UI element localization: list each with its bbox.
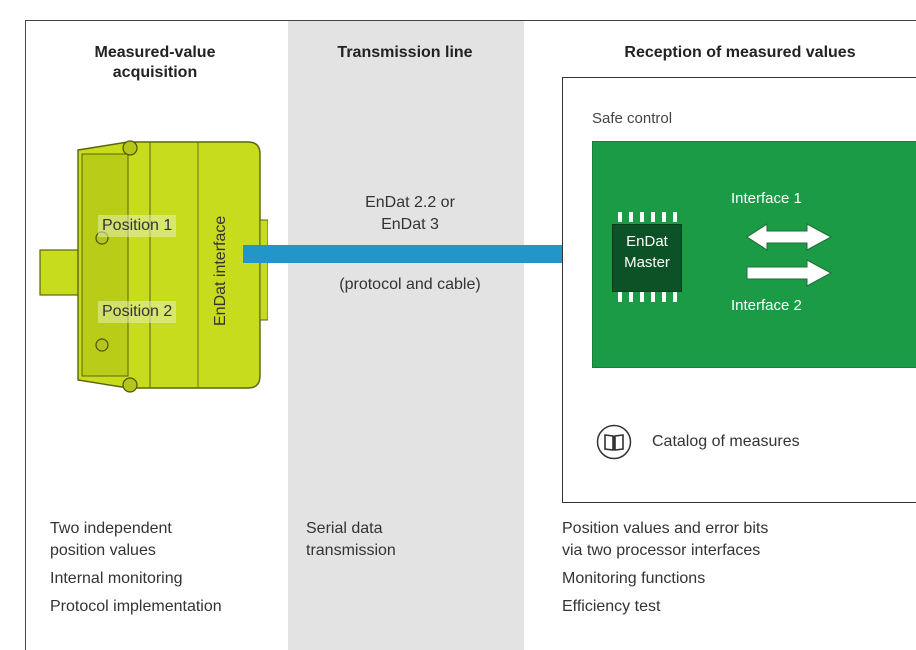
position-1-label: Position 1 — [98, 215, 177, 237]
reception-title: Reception of measured values — [624, 44, 856, 61]
acquisition-desc-line: Two independent — [50, 520, 172, 537]
encoder-flange — [81, 153, 129, 377]
chip-pin — [629, 212, 633, 222]
transmission-desc-line: Serial data — [306, 520, 383, 537]
chip-pin — [673, 292, 677, 302]
acquisition-desc-line: Internal monitoring — [50, 570, 183, 587]
transmission-cable — [243, 245, 613, 263]
interface-1-label: Interface 1 — [731, 190, 802, 207]
chip-pin — [662, 212, 666, 222]
screw-icon — [122, 377, 138, 393]
interface-2-label: Interface 2 — [731, 297, 802, 314]
reception-desc-line: Position values and error bits — [562, 520, 769, 537]
protocol-note: (protocol and cable) — [339, 276, 481, 293]
reception-desc-line: Monitoring functions — [562, 570, 706, 587]
chip-pin — [651, 212, 655, 222]
acquisition-title-line2: acquisition — [112, 64, 198, 81]
chip-pin — [662, 292, 666, 302]
position-2-label: Position 2 — [98, 301, 177, 323]
master-line2: Master — [624, 254, 670, 271]
transmission-desc-line: transmission — [306, 542, 396, 559]
double-arrow-icon — [746, 223, 833, 251]
reception-desc-line: via two processor interfaces — [562, 542, 761, 559]
screw-icon — [95, 338, 109, 352]
catalog-label: Catalog of measures — [652, 433, 800, 450]
chip-pin — [629, 292, 633, 302]
chip-pin — [618, 212, 622, 222]
protocol-label: EnDat 2.2 or EnDat 3 — [330, 192, 490, 236]
diagram-frame — [25, 20, 916, 650]
chip-pin — [640, 212, 644, 222]
safe-control-label: Safe control — [592, 110, 673, 127]
master-line1: EnDat — [626, 233, 668, 250]
chip-pin — [651, 292, 655, 302]
acquisition-title-line1: Measured-value — [94, 44, 216, 61]
transmission-title: Transmission line — [337, 44, 473, 61]
acquisition-desc-line: position values — [50, 542, 156, 559]
reception-desc-line: Efficiency test — [562, 598, 661, 615]
chip-pin — [640, 292, 644, 302]
acquisition-description: Two independent position values Internal… — [50, 518, 222, 618]
protocol-line1: EnDat 2.2 or — [365, 194, 455, 211]
acquisition-title: Measured-value acquisition — [60, 43, 250, 83]
chip-pin — [618, 292, 622, 302]
chip-pin — [673, 212, 677, 222]
right-arrow-icon — [746, 259, 833, 287]
reception-description: Position values and error bits via two p… — [562, 518, 768, 618]
protocol-line2: EnDat 3 — [381, 216, 439, 233]
transmission-band — [288, 21, 524, 650]
encoder-connector — [259, 219, 268, 321]
acquisition-desc-line: Protocol implementation — [50, 598, 222, 615]
book-icon — [596, 424, 632, 460]
endat-interface-label: EnDat interface — [212, 215, 229, 327]
screw-icon — [122, 140, 138, 156]
encoder-illustration — [39, 140, 268, 393]
transmission-description: Serial data transmission — [306, 518, 396, 562]
endat-master-chip: EnDat Master — [612, 224, 682, 292]
